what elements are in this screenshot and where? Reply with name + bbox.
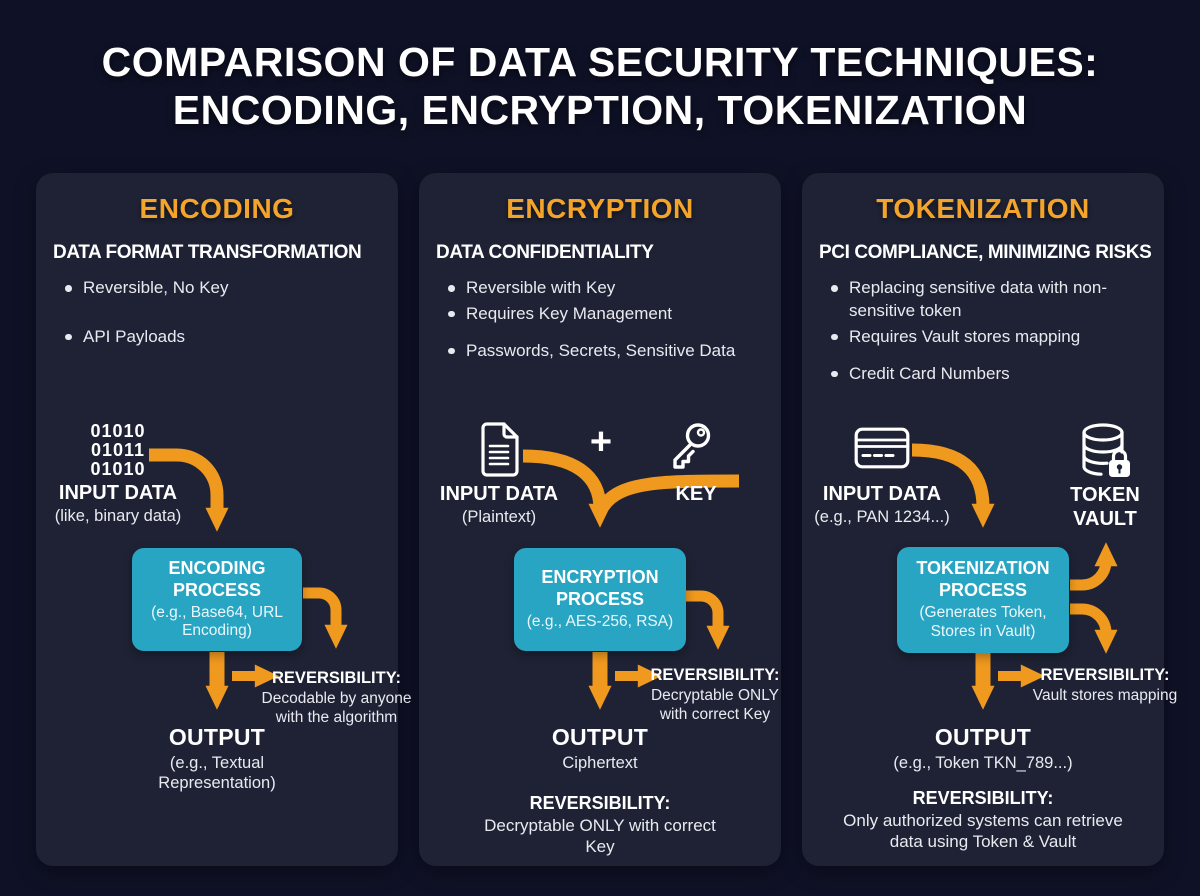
bullet-item: Replacing sensitive data with non-sensit…	[828, 277, 1146, 323]
output-sublabel: Ciphertext	[562, 754, 638, 772]
process-subtitle: (e.g., Base64, URL Encoding)	[151, 603, 283, 640]
tokenization-process-box: TOKENIZATION PROCESS (Generates Token, S…	[897, 547, 1069, 653]
encoding-side-reversibility: REVERSIBILITY: Decodable by anyone with …	[259, 669, 414, 727]
bullet-item: API Payloads	[62, 326, 380, 349]
binary-line: 01011	[90, 440, 146, 460]
encoding-input-block: 01010 01011 01010 INPUT DATA (like, bina…	[42, 422, 194, 527]
credit-card-icon	[854, 427, 910, 469]
title-line-1: COMPARISON OF DATA SECURITY TECHNIQUES:	[101, 39, 1099, 85]
output-label: OUTPUT	[934, 724, 1032, 750]
bullet-item: Requires Vault stores mapping	[828, 326, 1146, 349]
encryption-output-block: OUTPUT Ciphertext	[515, 724, 685, 773]
process-subtitle: (e.g., AES-256, RSA)	[526, 613, 674, 630]
encryption-bottom-reversibility: REVERSIBILITY: Decryptable ONLY with cor…	[475, 793, 725, 857]
process-title: TOKENIZATION PROCESS	[916, 558, 1050, 601]
output-sublabel: (e.g., Token TKN_789...)	[893, 754, 1073, 772]
encoding-output-block: OUTPUT (e.g., Textual Representation)	[132, 724, 302, 793]
reversibility-label: REVERSIBILITY:	[912, 788, 1054, 808]
encryption-subheading: DATA CONFIDENTIALITY	[436, 242, 654, 263]
tokenization-card: TOKENIZATION PCI COMPLIANCE, MINIMIZING …	[802, 173, 1177, 866]
encryption-side-reversibility: REVERSIBILITY: Decryptable ONLY with cor…	[641, 666, 789, 724]
encoding-process-box: ENCODING PROCESS (e.g., Base64, URL Enco…	[132, 548, 302, 651]
encryption-card: ENCRYPTION DATA CONFIDENTIALITY Reversib…	[419, 173, 781, 866]
binary-line: 01010	[90, 421, 146, 441]
process-subtitle: (Generates Token, Stores in Vault)	[919, 604, 1047, 640]
process-title: ENCRYPTION PROCESS	[541, 567, 659, 610]
document-icon	[481, 422, 519, 477]
reversibility-text: Decryptable ONLY with correct Key	[484, 816, 716, 856]
token-vault-label-block: TOKEN VAULT	[1050, 480, 1160, 531]
tokenization-output-block: OUTPUT (e.g., Token TKN_789...)	[863, 724, 1103, 773]
output-sublabel: (e.g., Textual Representation)	[158, 754, 276, 793]
database-lock-icon	[1082, 423, 1130, 477]
bullet-item: Reversible, No Key	[62, 277, 380, 300]
reversibility-text: Decryptable ONLY with correct Key	[650, 687, 780, 724]
tokenization-heading: TOKENIZATION	[876, 193, 1090, 224]
encoding-card: ENCODING DATA FORMAT TRANSFORMATION Reve…	[36, 173, 411, 866]
page-title: COMPARISON OF DATA SECURITY TECHNIQUES: …	[0, 38, 1200, 135]
input-data-label: INPUT DATA	[58, 482, 178, 504]
encoding-subheading: DATA FORMAT TRANSFORMATION	[53, 242, 362, 263]
plus-icon: +	[589, 421, 613, 463]
output-label: OUTPUT	[168, 724, 266, 750]
bullet-item: Credit Card Numbers	[828, 363, 1146, 386]
binary-data-icon: 01010 01011 01010	[42, 422, 194, 479]
key-icon	[673, 423, 711, 469]
input-data-label: INPUT DATA	[439, 483, 559, 505]
key-label: KEY	[675, 483, 717, 505]
token-vault-label: TOKEN VAULT	[1070, 484, 1140, 530]
bullet-item: Passwords, Secrets, Sensitive Data	[445, 340, 763, 363]
reversibility-label: REVERSIBILITY:	[272, 669, 401, 687]
cards-row: ENCODING DATA FORMAT TRANSFORMATION Reve…	[36, 173, 1177, 866]
tokenization-side-reversibility: REVERSIBILITY: Vault stores mapping	[1030, 666, 1180, 705]
encryption-heading: ENCRYPTION	[506, 193, 694, 224]
input-data-sublabel: (e.g., PAN 1234...)	[814, 508, 950, 526]
input-data-sublabel: (like, binary data)	[54, 507, 182, 525]
tokenization-input-block: INPUT DATA (e.g., PAN 1234...)	[802, 480, 962, 528]
tokenization-subheading: PCI COMPLIANCE, MINIMIZING RISKS	[819, 242, 1152, 263]
reversibility-label: REVERSIBILITY:	[1040, 666, 1170, 684]
bullet-item: Reversible with Key	[445, 277, 763, 300]
binary-line: 01010	[90, 459, 146, 479]
encryption-bullet-list: Reversible with Key Requires Key Managem…	[445, 277, 763, 363]
tokenization-bottom-reversibility: REVERSIBILITY: Only authorized systems c…	[833, 788, 1133, 852]
process-title: ENCODING PROCESS	[168, 557, 266, 600]
reversibility-label: REVERSIBILITY:	[529, 793, 671, 813]
tokenization-bullet-list: Replacing sensitive data with non-sensit…	[828, 277, 1146, 386]
encryption-process-box: ENCRYPTION PROCESS (e.g., AES-256, RSA)	[514, 548, 686, 651]
encryption-input-block: INPUT DATA (Plaintext)	[419, 480, 579, 528]
reversibility-text: Only authorized systems can retrieve dat…	[843, 811, 1123, 851]
input-data-sublabel: (Plaintext)	[461, 508, 537, 526]
encoding-bullet-list: Reversible, No Key API Payloads	[62, 277, 380, 349]
input-data-label: INPUT DATA	[822, 483, 942, 505]
reversibility-text: Decodable by anyone with the algorithm	[261, 690, 412, 727]
bullet-item: Requires Key Management	[445, 303, 763, 326]
output-label: OUTPUT	[551, 724, 649, 750]
reversibility-text: Vault stores mapping	[1032, 687, 1178, 704]
reversibility-label: REVERSIBILITY:	[650, 666, 780, 684]
encoding-heading: ENCODING	[139, 193, 295, 224]
key-label-block: KEY	[656, 480, 736, 506]
title-line-2: ENCODING, ENCRYPTION, TOKENIZATION	[172, 87, 1028, 134]
